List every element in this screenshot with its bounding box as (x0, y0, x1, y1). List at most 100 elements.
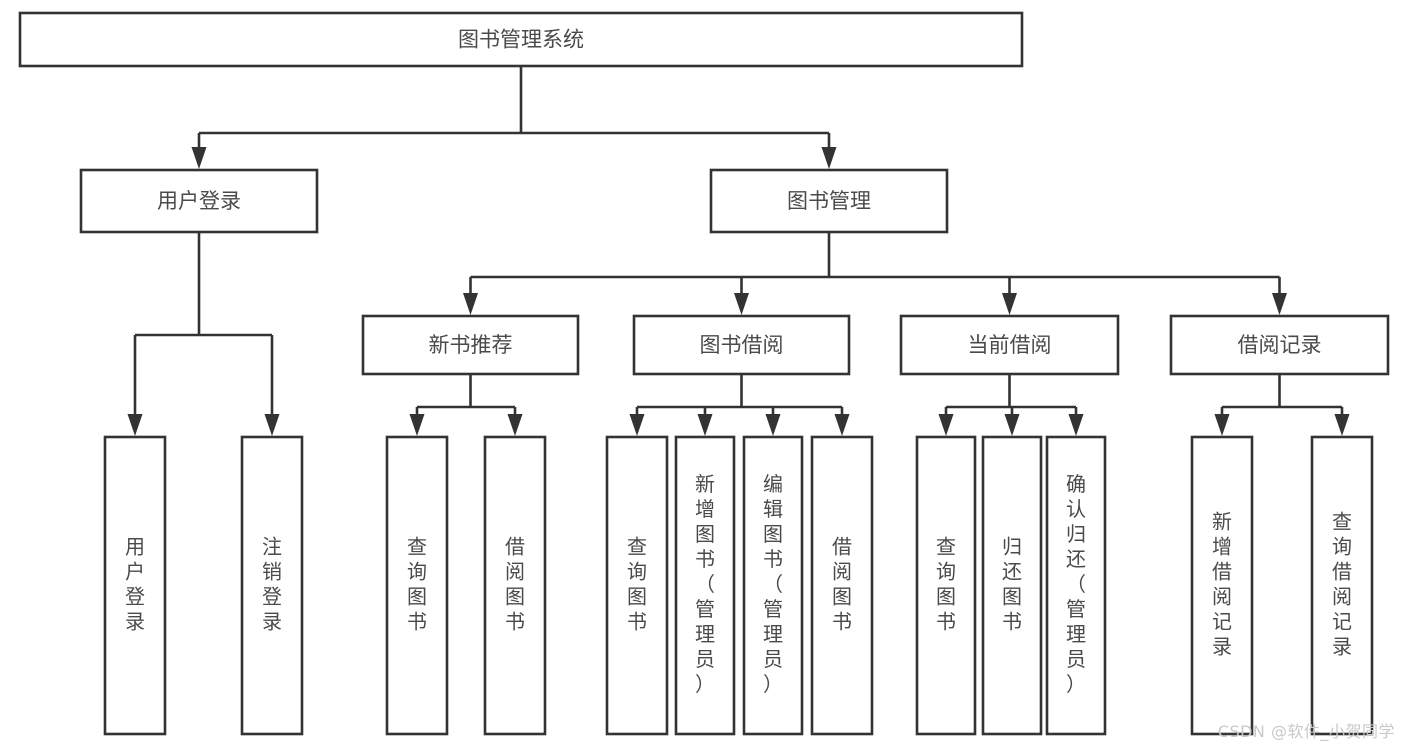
node-label: 当前借阅 (968, 333, 1052, 357)
node-box (1045, 435, 1107, 736)
node-label-char: 查 (627, 535, 647, 559)
node-label-char: 书 (695, 547, 715, 571)
node-label-char: 询 (936, 560, 956, 584)
node-label-char: 增 (695, 497, 715, 521)
node-leaf-user-login[interactable]: 用户登录用户登录 (103, 435, 167, 736)
node-label-char: 还 (1002, 560, 1022, 584)
node-label: 借阅记录 (1238, 333, 1322, 357)
arrow-head-icon (1002, 293, 1017, 315)
arrow-head-icon (409, 414, 425, 436)
node-leaf-rcd-query[interactable]: 查询借阅记录查询借阅记录 (1310, 435, 1374, 736)
node-label-char: 归 (1066, 522, 1086, 546)
node-label-char: 辑 (763, 497, 783, 521)
arrow-head-icon (1068, 414, 1084, 436)
node-label-char: 借 (832, 535, 852, 559)
node-leaf-brw-query[interactable]: 查询图书查询图书 (605, 435, 669, 736)
node-label-char: 询 (1332, 535, 1352, 559)
node-box (742, 435, 804, 736)
node-leaf-user-logout[interactable]: 注销登录注销登录 (240, 435, 304, 736)
node-label-char: ） (1066, 672, 1086, 696)
node-box (79, 168, 319, 234)
node-label-char: 登 (125, 585, 145, 609)
node-leaf-cur-return[interactable]: 归还图书归还图书 (981, 435, 1043, 736)
node-label-char: 询 (407, 560, 427, 584)
node-box (18, 11, 1024, 68)
node-label-char: 员 (763, 647, 783, 671)
node-label-char: 阅 (1212, 585, 1232, 609)
node-label-char: 图 (407, 585, 427, 609)
node-leaf-rcd-add[interactable]: 新增借阅记录新增借阅记录 (1190, 435, 1254, 736)
node-label-char: 图 (505, 585, 525, 609)
arrow-head-icon (629, 414, 645, 436)
node-borrow-record[interactable]: 借阅记录 (1169, 314, 1390, 376)
node-label-char: 新 (695, 472, 715, 496)
node-label-char: 图 (763, 522, 783, 546)
node-label-char: 理 (763, 622, 783, 646)
node-box (709, 168, 949, 234)
node-label-char: 记 (1332, 610, 1352, 634)
node-label-char: 员 (695, 647, 715, 671)
node-label-char: 录 (125, 610, 145, 634)
arrow-head-icon (191, 147, 207, 169)
node-label-char: 注 (262, 535, 282, 559)
node-label: 用户登录 (157, 189, 241, 213)
node-label-char: 用 (125, 535, 145, 559)
node-label-char: 书 (505, 610, 525, 634)
node-label: 图书管理系统 (458, 28, 584, 52)
node-box (1310, 435, 1374, 736)
node-label-char: 管 (695, 597, 715, 621)
node-box (810, 435, 874, 736)
node-label-char: 图 (936, 585, 956, 609)
node-book-borrow[interactable]: 图书借阅 (632, 314, 851, 376)
node-current-borrow[interactable]: 当前借阅 (899, 314, 1120, 376)
node-box (361, 314, 580, 376)
node-user-login[interactable]: 用户登录 (79, 168, 319, 234)
node-label-char: 图 (695, 522, 715, 546)
arrow-head-icon (264, 414, 280, 436)
node-label-char: 阅 (832, 560, 852, 584)
node-leaf-rec-borrow[interactable]: 借阅图书借阅图书 (483, 435, 547, 736)
node-label-char: 录 (262, 610, 282, 634)
node-new-book-rec[interactable]: 新书推荐 (361, 314, 580, 376)
arrow-head-icon (697, 414, 713, 436)
node-box (1190, 435, 1254, 736)
node-box (899, 314, 1120, 376)
node-leaf-cur-query[interactable]: 查询图书查询图书 (915, 435, 977, 736)
node-box (981, 435, 1043, 736)
node-box (385, 435, 449, 736)
arrow-head-icon (507, 414, 523, 436)
arrow-head-icon (1334, 414, 1350, 436)
node-label: 图书管理 (787, 189, 871, 213)
node-root[interactable]: 图书管理系统 (18, 11, 1024, 68)
node-label: 新书推荐 (429, 333, 513, 357)
node-box (632, 314, 851, 376)
node-label-char: 图 (832, 585, 852, 609)
node-box (103, 435, 167, 736)
node-box (1169, 314, 1390, 376)
arrow-head-icon (821, 147, 837, 169)
node-label-char: （ (763, 572, 783, 596)
node-label-char: 认 (1066, 497, 1086, 521)
node-label-char: 图 (627, 585, 647, 609)
node-label-char: 查 (407, 535, 427, 559)
node-book-manage[interactable]: 图书管理 (709, 168, 949, 234)
node-label-char: ） (763, 672, 783, 696)
node-box (605, 435, 669, 736)
arrow-head-icon (463, 293, 478, 315)
node-label-char: 询 (627, 560, 647, 584)
node-label-char: 归 (1002, 535, 1022, 559)
node-label-char: （ (695, 572, 715, 596)
node-label-char: 书 (407, 610, 427, 634)
node-label-char: 书 (1002, 610, 1022, 634)
node-label-char: ） (695, 672, 715, 696)
arrow-head-icon (765, 414, 781, 436)
node-leaf-brw-borrow[interactable]: 借阅图书借阅图书 (810, 435, 874, 736)
node-label-char: 阅 (505, 560, 525, 584)
node-leaf-rec-query[interactable]: 查询图书查询图书 (385, 435, 449, 736)
node-label-char: 理 (695, 622, 715, 646)
node-label-char: （ (1066, 572, 1086, 596)
